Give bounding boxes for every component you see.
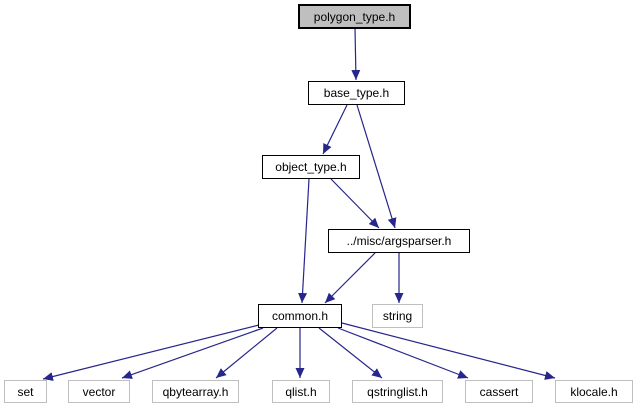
- node-qlist-h: qlist.h: [272, 380, 330, 403]
- node-cassert: cassert: [465, 380, 533, 403]
- node-qbytearray-h: qbytearray.h: [152, 380, 239, 403]
- node-vector: vector: [68, 380, 130, 403]
- edge-common-vector: [121, 327, 264, 379]
- edge-common-klocale: [341, 322, 556, 380]
- node-klocale-h: klocale.h: [555, 380, 633, 403]
- edge-object_type-argsparser: [330, 178, 380, 229]
- node-base_type-h[interactable]: base_type.h: [308, 81, 405, 105]
- edge-common-qbytearray: [215, 327, 278, 379]
- edge-base_type-argsparser: [356, 104, 397, 229]
- node-object_type-h[interactable]: object_type.h: [262, 155, 360, 179]
- node-polygon_type-h: polygon_type.h: [298, 4, 411, 29]
- node-string: string: [372, 304, 423, 328]
- node-common-h[interactable]: common.h: [258, 304, 342, 328]
- edge-common-set: [42, 324, 260, 381]
- edge-polygon_type-base_type: [351, 27, 361, 81]
- edge-common-cassert: [337, 327, 469, 379]
- edge-common-qstringlist: [318, 327, 383, 379]
- node-set: set: [4, 380, 47, 403]
- node-argsparser-h[interactable]: ../misc/argsparser.h: [328, 229, 470, 253]
- edge-argsparser-common: [324, 252, 376, 304]
- edge-object_type-common: [298, 178, 310, 304]
- edge-base_type-object_type: [322, 104, 348, 155]
- node-qstringlist-h: qstringlist.h: [352, 380, 443, 403]
